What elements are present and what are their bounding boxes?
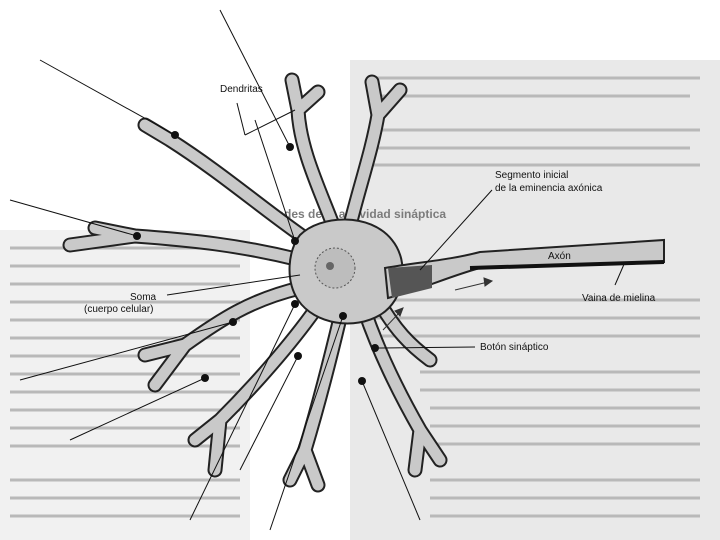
axon (383, 238, 665, 300)
leader-lines (166, 102, 626, 349)
initial-segment (388, 265, 432, 298)
synaptic-button (371, 344, 379, 352)
dendrites (62, 72, 448, 493)
label-synaptic-button: Botón sináptico (480, 342, 549, 353)
label-initial-segment: Segmento inicial de la eminencia axónica (495, 170, 603, 194)
presynaptic-fibers (9, 9, 421, 531)
label-initial-segment-line: de la eminencia axónica (495, 183, 603, 194)
labels: Dendritas Segmento inicial de la eminenc… (84, 84, 656, 353)
label-soma-line: (cuerpo celular) (84, 304, 153, 315)
flow-arrows (382, 277, 494, 331)
soma (288, 218, 404, 325)
label-soma: Soma (cuerpo celular) (84, 292, 159, 315)
nucleolus (326, 262, 334, 270)
nucleus (314, 247, 356, 289)
label-soma-line: Soma (130, 292, 157, 303)
label-dendrites: Dendritas (220, 84, 263, 95)
label-myelin: Vaina de mielina (582, 293, 656, 304)
label-initial-segment-line: Segmento inicial (495, 170, 568, 181)
label-axon: Axón (548, 251, 571, 262)
myelin-sheath (469, 260, 665, 270)
